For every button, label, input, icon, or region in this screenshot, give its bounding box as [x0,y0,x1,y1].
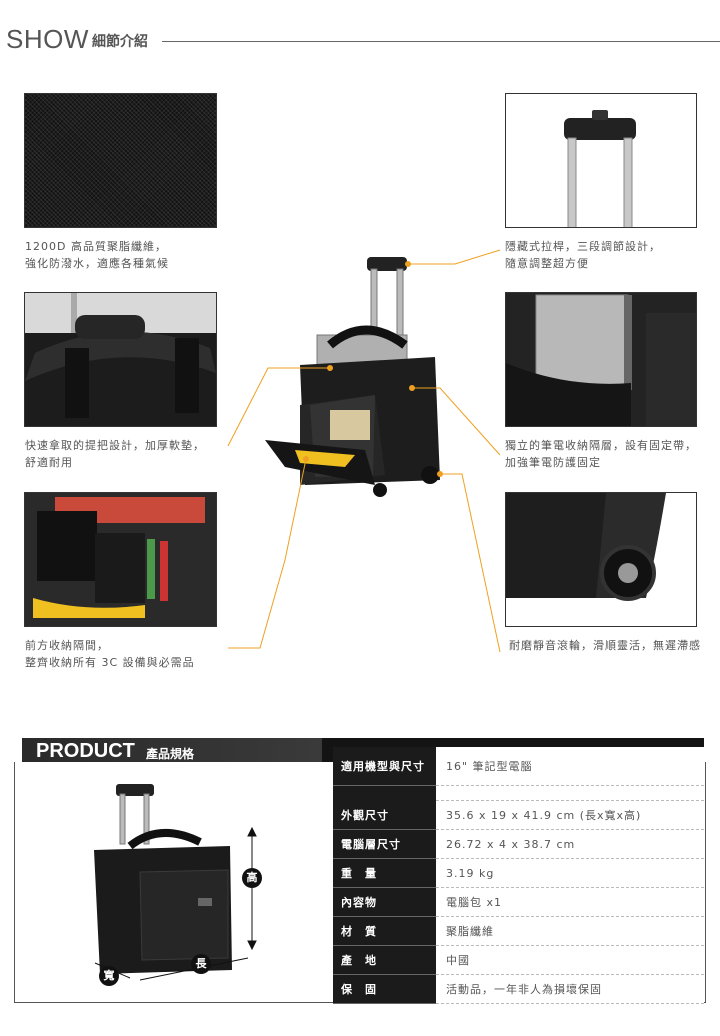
fabric-photo [24,93,217,228]
spec-key: 材 質 [333,916,436,946]
spec-value: 中國 [436,945,704,975]
grip-photo [24,292,217,427]
product-title: PRODUCT [36,740,135,762]
handle-caption: 隱藏式拉桿，三段調節設計， 隨意調整超方便 [505,240,661,270]
spec-value: 35.6 x 19 x 41.9 cm (長x寬x高) [436,800,704,830]
product-header-tab [22,738,322,762]
spec-key: 適用機型與尺寸 [333,747,436,786]
spec-value: 聚脂纖維 [436,916,704,946]
spec-value: 16" 筆記型電腦 [436,747,704,786]
table-row: 電腦層尺寸 26.72 x 4 x 38.7 cm [333,829,704,859]
front-caption: 前方收納隔間， 整齊收納所有 3C 設備與必需品 [25,639,195,669]
table-row: 內容物 電腦包 x1 [333,887,704,917]
dim-height-label: 高 [242,868,262,888]
spec-table: 適用機型與尺寸 16" 筆記型電腦 外觀尺寸 35.6 x 19 x 41.9 … [333,747,704,1004]
header-divider [162,41,720,42]
table-row: 產 地 中國 [333,945,704,975]
show-title: SHOW [6,24,89,54]
dimension-lines [94,826,257,981]
fabric-caption: 1200D 高品質聚脂纖維， 強化防潑水，適應各種氣候 [25,240,169,270]
wheel-photo [505,492,697,627]
table-row: 保 固 活動品，一年非人為損壞保固 [333,974,704,1004]
spec-key: 保 固 [333,974,436,1004]
grip-caption: 快速拿取的提把設計，加厚軟墊， 舒適耐用 [25,439,205,469]
laptop-photo [505,292,697,427]
spec-key: 外觀尺寸 [333,800,436,830]
show-subtitle: 細節介紹 [92,34,148,50]
spec-value: 26.72 x 4 x 38.7 cm [436,829,704,859]
wheel-caption: 耐磨靜音滾輪，滑順靈活，無遲滯感 [509,639,701,652]
spec-key: 內容物 [333,887,436,917]
spec-key: 產 地 [333,945,436,975]
laptop-caption: 獨立的筆電收納隔層，設有固定帶， 加強筆電防護固定 [505,439,697,469]
table-row: 重 量 3.19 kg [333,858,704,888]
table-row-spacer [333,785,704,801]
spec-value: 電腦包 x1 [436,887,704,917]
product-subtitle: 產品規格 [146,747,195,761]
front-compartment-photo [24,492,217,627]
spec-key: 電腦層尺寸 [333,829,436,859]
dim-width-label: 寬 [99,966,119,986]
callout-lines [227,249,501,653]
dim-length-label: 長 [191,954,211,974]
handle-photo [505,93,697,228]
table-row: 外觀尺寸 35.6 x 19 x 41.9 cm (長x寬x高) [333,800,704,830]
spec-value: 活動品，一年非人為損壞保固 [436,974,704,1004]
spec-key: 重 量 [333,858,436,888]
spec-value: 3.19 kg [436,858,704,888]
table-row: 適用機型與尺寸 16" 筆記型電腦 [333,747,704,786]
bag-illustration [265,257,440,497]
trolley-handle-icon [564,110,636,227]
table-row: 材 質 聚脂纖維 [333,916,704,946]
